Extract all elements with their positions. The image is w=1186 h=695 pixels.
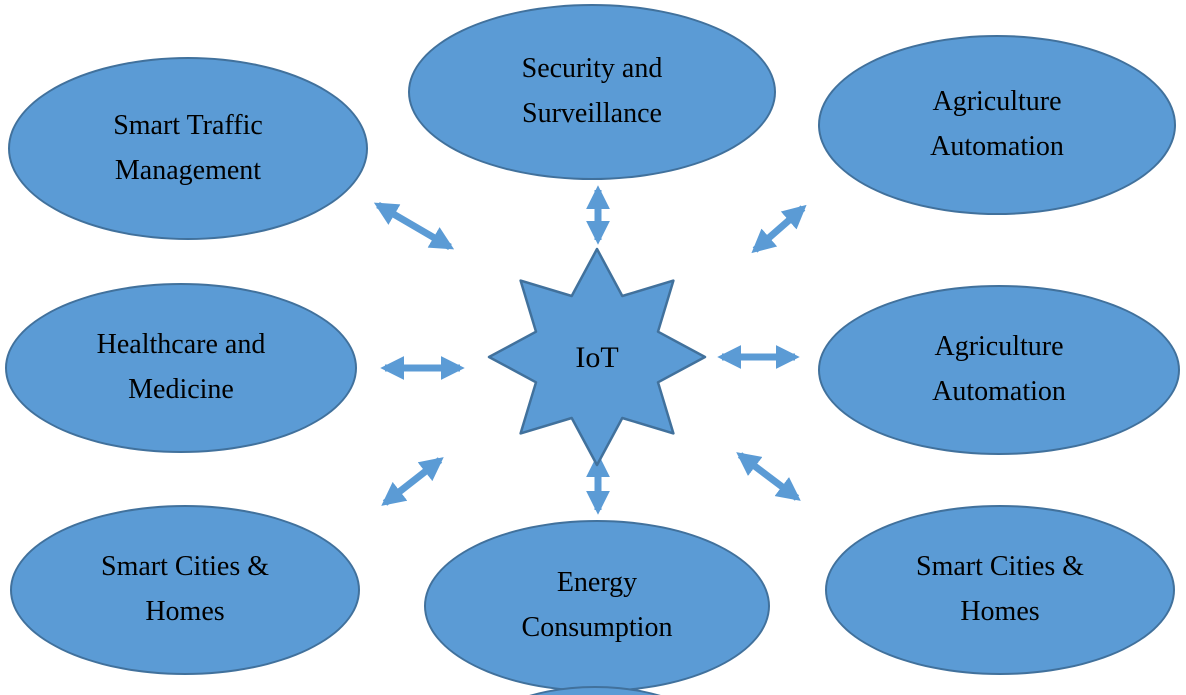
node-label-line: Homes	[960, 596, 1040, 627]
node-label-line: Energy	[556, 567, 638, 599]
arrow-center-to-bottom-left	[381, 457, 444, 506]
center-star-label: IoT	[575, 341, 618, 374]
arrow-center-to-bottom-right	[736, 452, 801, 501]
node-label-line: Automation	[932, 376, 1066, 407]
node-label-line: Smart Traffic	[113, 109, 263, 141]
node-smart-traffic-management: Smart Traffic Management	[8, 57, 368, 240]
node-label-line: Automation	[930, 131, 1064, 162]
node-agriculture-automation-mid: Agriculture Automation	[818, 285, 1180, 455]
node-label-line: Smart Cities &	[101, 551, 269, 583]
node-label-line: Medicine	[128, 374, 234, 405]
node-smart-cities-homes-left: Smart Cities & Homes	[10, 505, 360, 675]
node-label-line: Surveillance	[522, 98, 662, 129]
node-label-line: Consumption	[521, 612, 673, 643]
node-label-line: Management	[114, 154, 262, 186]
node-smart-cities-homes-right: Smart Cities & Homes	[825, 505, 1175, 675]
node-energy-consumption: Energy Consumption	[424, 520, 770, 692]
node-healthcare-and-medicine: Healthcare and Medicine	[5, 283, 357, 453]
node-label-line: Agriculture	[934, 331, 1064, 363]
node-label-line: Smart Cities &	[916, 551, 1084, 583]
node-label-line: Homes	[145, 596, 225, 627]
node-label-line: Healthcare and	[96, 329, 266, 361]
arrow-center-to-top-right	[751, 204, 807, 254]
arrow-center-to-top-left	[373, 201, 455, 251]
node-agriculture-automation-top: Agriculture Automation	[818, 35, 1176, 215]
node-label-line: Agriculture	[932, 86, 1062, 118]
node-security-and-surveillance: Security and Surveillance	[408, 4, 776, 180]
node-label-line: Security and	[521, 53, 663, 85]
center-star-shape	[487, 247, 707, 467]
